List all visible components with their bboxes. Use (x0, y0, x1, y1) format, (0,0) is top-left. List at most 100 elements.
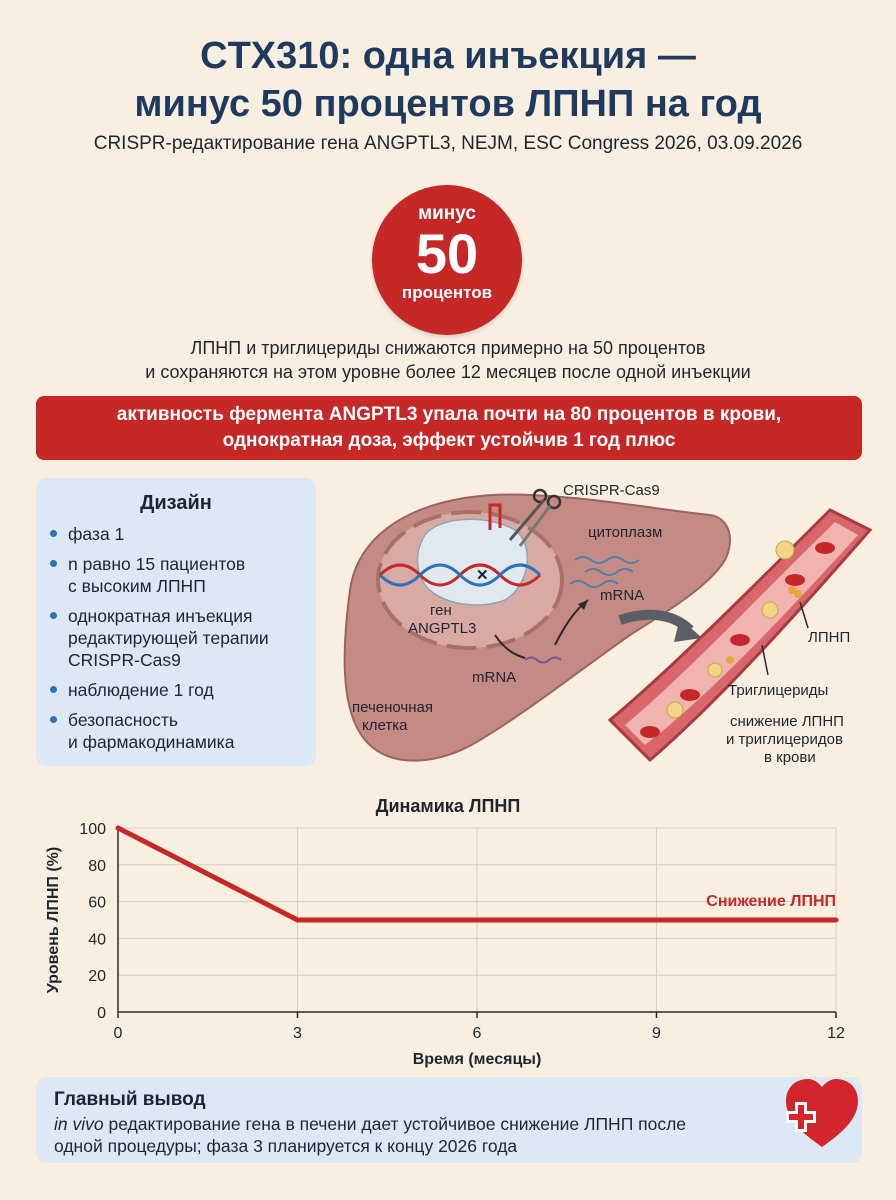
badge-top-text: минус (418, 203, 476, 224)
red-blood-cell (680, 689, 700, 701)
red-blood-cell (730, 634, 750, 646)
series-label: Снижение ЛПНП (706, 893, 836, 910)
badge-bottom-text: процентов (401, 283, 493, 302)
x-tick-label: 3 (293, 1025, 302, 1042)
chart-title: Динамика ЛПНП (376, 796, 521, 816)
y-tick-label: 60 (88, 895, 106, 912)
gene-label-2: ANGPTL3 (408, 620, 476, 637)
design-item-line: редактирующей терапии (68, 628, 269, 648)
cytoplasm-label: цитоплазм (588, 524, 662, 541)
heart-cross-icon (786, 1079, 858, 1147)
ldl-particle (707, 662, 723, 678)
design-title: Дизайн (140, 492, 212, 514)
x-axis-label: Время (месяцы) (413, 1051, 542, 1068)
page-subtitle: CRISPR-редактирование гена ANGPTL3, NEJM… (93, 133, 803, 154)
x-tick-label: 9 (652, 1025, 661, 1042)
ldl-pointer (799, 601, 809, 629)
x-tick-label: 6 (473, 1025, 482, 1042)
mechanism-illustration: ✕ CRISPR-Cas9 цитоплазм mRNA ген ANGPTL3… (343, 482, 873, 766)
mrna-squiggle (569, 580, 619, 588)
x-tick-label: 12 (827, 1025, 845, 1042)
design-item-line: и фармакодинамика (68, 732, 235, 752)
arrow-head (578, 600, 588, 610)
title-line-1: CTX310: одна инъекция — (200, 35, 696, 77)
y-tick-label: 20 (88, 968, 106, 985)
tg-label: Триглицериды (728, 682, 828, 699)
design-item-line: однократная инъекция (68, 606, 253, 626)
reduction-label-3: в крови (764, 749, 816, 766)
key-finding-banner: активность фермента ANGPTL3 упала почти … (36, 396, 862, 460)
design-item-line: CRISPR-Cas9 (68, 650, 181, 670)
badge-value: 50 (415, 222, 479, 285)
lead-line-1: ЛПНП и триглицериды снижаются примерно н… (190, 338, 706, 358)
design-item: наблюдение 1 год (50, 679, 316, 701)
chart-series: Снижение ЛПНП (115, 825, 839, 923)
y-tick-label: 40 (88, 931, 106, 948)
crispr-complex (416, 518, 529, 606)
conclusion-line-2: одной процедуры; фаза 3 планируется к ко… (54, 1136, 518, 1156)
lead-line-2: и сохраняются на этом уровне более 12 ме… (145, 362, 751, 382)
tg-pointer (761, 644, 769, 676)
gene-label-1: ген (430, 602, 452, 619)
page-title: CTX310: одна инъекция — минус 50 процент… (0, 32, 896, 128)
mrna-squiggle (524, 656, 562, 664)
triglyceride-droplet (794, 590, 802, 598)
ldl-particle (761, 601, 779, 619)
guide-rna (488, 503, 502, 530)
y-tick-label: 100 (79, 821, 106, 838)
gene-arrow (494, 634, 526, 659)
data-point (115, 825, 121, 831)
ldl-particle (775, 540, 795, 560)
conclusion-panel: Главный вывод in vivo редактирование ген… (36, 1077, 862, 1163)
triglyceride-droplet (726, 656, 734, 664)
conclusion-text: in vivo редактирование гена в печени дае… (54, 1113, 814, 1157)
design-item-line: наблюдение 1 год (68, 680, 214, 700)
conclusion-italic: in vivo (54, 1114, 104, 1134)
reduction-badge: минус 50 процентов (372, 185, 522, 335)
banner-line-2: однократная доза, эффект устойчив 1 год … (222, 430, 676, 451)
red-blood-cell (815, 542, 835, 554)
design-item: фаза 1 (50, 523, 316, 545)
reduction-label-1: снижение ЛПНП (730, 713, 844, 730)
data-point (295, 917, 300, 923)
triglyceride-droplet (788, 586, 796, 594)
liver-label-2: клетка (362, 717, 408, 734)
banner-line-1: активность фермента ANGPTL3 упала почти … (116, 404, 782, 425)
crispr-label: CRISPR-Cas9 (563, 482, 660, 499)
mrna-top-label: mRNA (600, 587, 644, 604)
ldl-label: ЛПНП (808, 629, 850, 646)
conclusion-title: Главный вывод (54, 1089, 206, 1110)
conclusion-text-1: редактирование гена в печени дает устойч… (103, 1114, 687, 1134)
design-item-line: фаза 1 (68, 524, 125, 544)
ldl-particle (666, 701, 684, 719)
scissors-icon (508, 488, 562, 547)
title-line-2: минус 50 процентов ЛПНП на год (134, 83, 762, 125)
flow-arrow-head (674, 618, 702, 642)
data-point (833, 917, 839, 923)
y-tick-label: 80 (88, 858, 106, 875)
lead-text: ЛПНП и триглицериды снижаются примерно н… (0, 336, 896, 384)
red-blood-cell (640, 726, 660, 738)
y-axis-label: Уровень ЛПНП (%) (45, 847, 62, 993)
liver-label-1: печеночная (352, 699, 433, 716)
dna-strand-blue (378, 563, 542, 587)
chart-ticks: 0 20 40 60 80 100 0 3 6 9 12 (79, 821, 845, 1042)
conclusion-line-1: in vivo редактирование гена в печени дае… (54, 1113, 814, 1135)
reduction-label-2: и триглицеридов (726, 731, 843, 748)
x-tick-label: 0 (114, 1025, 123, 1042)
design-item-line: n равно 15 пациентов (68, 554, 246, 574)
mrna-squiggle (574, 556, 640, 564)
red-blood-cell (785, 574, 805, 586)
y-tick-label: 0 (97, 1005, 106, 1022)
design-item-line: с высоким ЛПНП (68, 576, 206, 596)
design-item-line: безопасность (68, 710, 178, 730)
mrna-bottom-label: mRNA (472, 669, 516, 686)
cut-mark: ✕ (476, 567, 489, 584)
mrna-squiggle (584, 568, 634, 576)
ldl-chart: Динамика ЛПНП 0 20 40 60 80 100 0 3 6 9 12 Снижени… (45, 796, 845, 1068)
